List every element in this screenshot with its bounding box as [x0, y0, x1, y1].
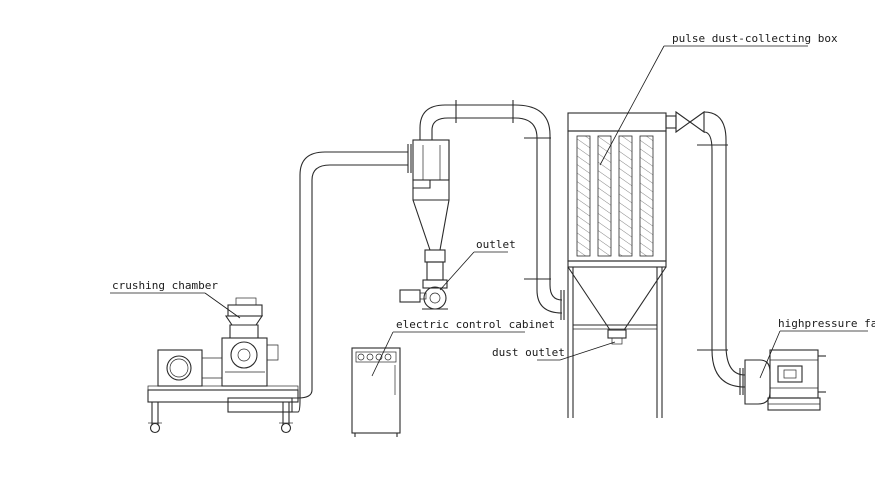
- control-cabinet: [351, 347, 401, 437]
- label-dust-outlet: dust outlet: [492, 346, 565, 359]
- pulse-dust-collector: [567, 110, 705, 418]
- label-highpressure-fan: highpressure fan: [778, 317, 875, 330]
- transfer-pipe: [514, 104, 565, 320]
- highpressure-fan: [744, 349, 826, 411]
- cyclone-separator: [399, 100, 515, 310]
- label-crushing-chamber: crushing chamber: [112, 279, 218, 292]
- label-control-cabinet: electric control cabinet: [396, 318, 555, 331]
- crushing-machine: [147, 297, 299, 434]
- fan-pipe: [697, 111, 746, 395]
- label-outlet: outlet: [476, 238, 516, 251]
- annotations: pulse dust-collecting box outlet crushin…: [110, 32, 875, 379]
- conveying-pipe: [292, 144, 412, 413]
- label-pulse-box: pulse dust-collecting box: [672, 32, 838, 45]
